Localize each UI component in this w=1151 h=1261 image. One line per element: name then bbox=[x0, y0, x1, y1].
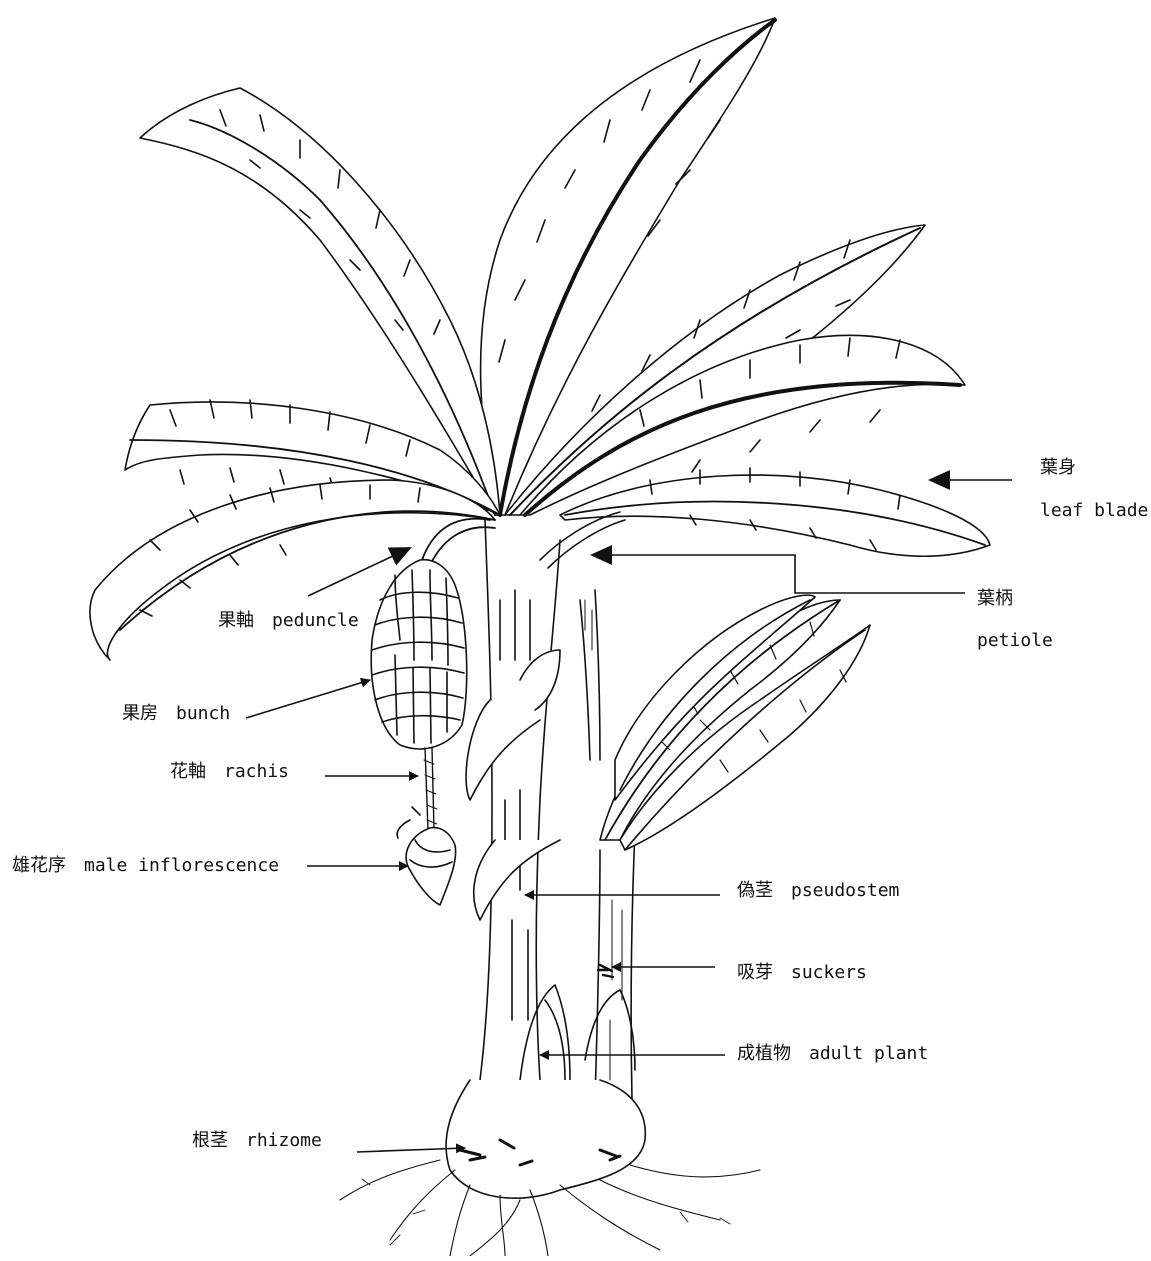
arrow-petiole bbox=[592, 555, 965, 593]
label-suckers: 吸芽 suckers bbox=[737, 964, 867, 982]
adult-plant-drawing bbox=[580, 590, 870, 1100]
label-adult-plant: 成植物 adult plant bbox=[737, 1045, 928, 1063]
label-peduncle: 果軸 peduncle bbox=[218, 612, 359, 630]
label-leaf-blade-ja: 葉身 bbox=[1040, 459, 1076, 477]
label-rachis: 花軸 rachis bbox=[170, 763, 289, 781]
label-petiole-ja: 葉柄 bbox=[977, 590, 1013, 608]
pseudostem bbox=[466, 520, 560, 1080]
label-pseudostem: 偽茎 pseudostem bbox=[737, 882, 899, 900]
arrow-bunch bbox=[246, 680, 370, 718]
label-male-inflorescence: 雄花序 male inflorescence bbox=[12, 857, 279, 875]
bunch bbox=[371, 560, 467, 749]
label-bunch: 果房 bunch bbox=[122, 705, 230, 723]
rachis bbox=[425, 748, 434, 830]
leaf-lower-right bbox=[560, 468, 990, 556]
male-inflorescence-drawing bbox=[397, 807, 456, 905]
petiole bbox=[540, 512, 625, 568]
rhizome-drawing bbox=[340, 1080, 760, 1256]
label-leaf-blade-en: leaf blade bbox=[1040, 502, 1148, 520]
peduncle bbox=[422, 519, 495, 565]
label-petiole-en: petiole bbox=[977, 632, 1053, 650]
label-rhizome: 根茎 rhizome bbox=[192, 1132, 322, 1150]
